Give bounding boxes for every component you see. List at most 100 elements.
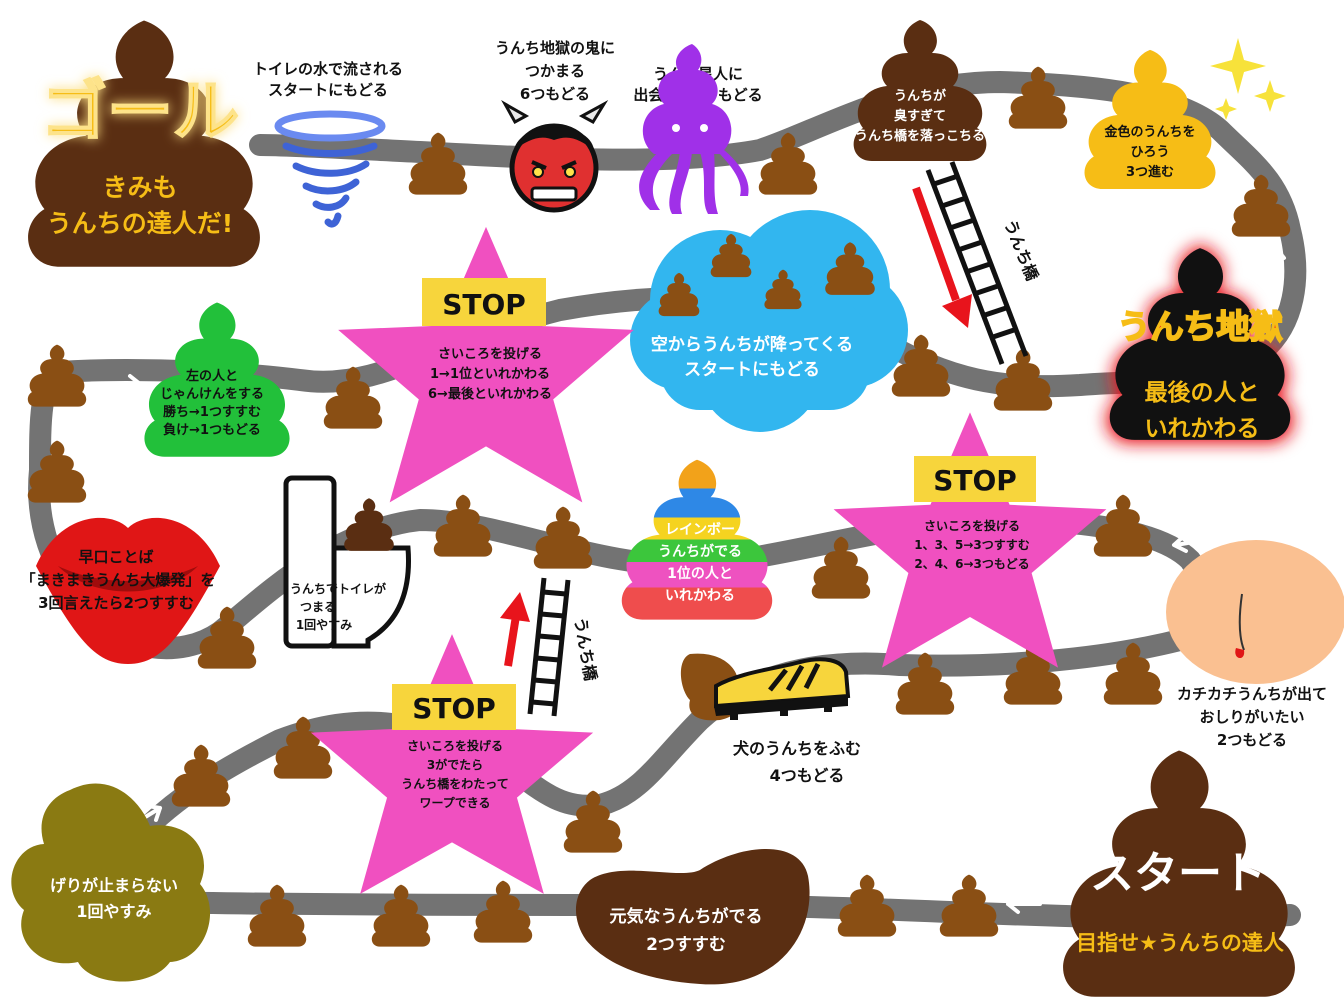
demon-space: うんち地獄の鬼に つかまる 6つもどる xyxy=(495,39,615,213)
burp-line-2: 1回やすみ xyxy=(76,902,151,921)
ladder-icon xyxy=(527,577,571,717)
toilet-line-3: 1回やすみ xyxy=(296,618,352,632)
stop-bottom-space: STOP さいころを投げる 3がでたら うんち橋をわたって ワープできる xyxy=(310,634,594,894)
poop-space xyxy=(1093,494,1153,557)
demon-line-1: うんち地獄の鬼に xyxy=(495,39,615,57)
start-title: スタート xyxy=(1090,848,1266,899)
goal-space: ゴール きみも うんちの達人だ! xyxy=(28,20,260,267)
green-line-1: 左の人と xyxy=(186,368,238,384)
smelly-line-3: うんち橋を落っこちる xyxy=(855,128,985,144)
tornado-line-2: スタートにもどる xyxy=(268,81,388,99)
start-subtitle: 目指せ★うんちの達人 xyxy=(1076,931,1284,955)
rainbow-line-3: 1位の人と xyxy=(667,565,733,582)
bridge-top-label: うんち橋 xyxy=(1000,217,1042,284)
toilet-line-1: うんちでトイレが xyxy=(290,581,386,596)
goal-line-1: きみも xyxy=(102,173,177,202)
smelly-line-2: 臭すぎて xyxy=(894,108,946,124)
genki-line-2: 2つすすむ xyxy=(646,935,726,955)
ladder-icon xyxy=(925,161,1029,365)
sparkle-icon xyxy=(1210,38,1286,120)
burp-line-1: げりが止まらない xyxy=(50,876,178,895)
poop-space xyxy=(837,874,897,937)
rainbow-line-1: レインボー xyxy=(665,522,735,538)
butt-line-1: カチカチうんちが出て xyxy=(1177,685,1327,703)
demon-line-3: 6つもどる xyxy=(520,85,590,103)
stop-top-line-3: 6→最後といれかわる xyxy=(428,386,552,402)
poop-space xyxy=(473,880,533,943)
smelly-space: うんちが 臭すぎて うんち橋を落っこちる xyxy=(853,20,987,161)
toilet-icon xyxy=(283,475,412,649)
arrow-icon xyxy=(1172,534,1207,553)
red-demon-icon xyxy=(501,99,609,213)
sneaker-icon xyxy=(714,657,851,720)
toilet-line-2: つまる xyxy=(300,600,336,614)
burp-space: げりが止まらない 1回やすみ xyxy=(11,783,211,982)
stop-right-line-3: 2、4、6→3つもどる xyxy=(914,557,1029,571)
lips-line-2: 「まきまきうんち大爆発」を xyxy=(21,571,216,589)
arrow-icon xyxy=(1266,246,1286,278)
stop-top-space: STOP さいころを投げる 1→1位といれかわる 6→最後といれかわる xyxy=(338,226,634,503)
shoe-line-2: 4つもどる xyxy=(770,766,845,785)
stop-right-space: STOP さいころを投げる 1、3、5→3つすすむ 2、4、6→3つもどる xyxy=(833,412,1107,668)
poop-space xyxy=(27,344,87,407)
gold-poop-space: 金色のうんちを ひろう 3つ進む xyxy=(1084,38,1286,190)
green-line-4: 負け→1つもどる xyxy=(163,422,261,438)
shoe-line-1: 犬のうんちをふむ xyxy=(733,739,861,758)
butt-icon xyxy=(1166,540,1344,684)
gold-line-1: 金色のうんちを xyxy=(1103,124,1195,140)
poop-icon xyxy=(344,498,394,551)
stop-top-line-1: さいころを投げる xyxy=(438,346,542,362)
stop-right-label: STOP xyxy=(933,464,1017,497)
green-poop-space: 左の人と じゃんけんをする 勝ち→1つすすむ 負け→1つもどる xyxy=(144,302,290,457)
arrow-icon xyxy=(1006,894,1042,914)
poop-space xyxy=(993,348,1053,411)
tornado-space: トイレの水で流される スタートにもどる xyxy=(253,60,403,228)
hell-space: うんち地獄 最後の人と いれかわる xyxy=(1106,244,1294,444)
stop-bottom-line-3: うんち橋をわたって xyxy=(401,776,508,791)
goal-title: ゴール xyxy=(41,73,239,150)
hell-line-1: 最後の人と xyxy=(1145,379,1260,406)
rainbow-line-2: うんちがでる xyxy=(658,543,742,560)
hell-title: うんち地獄 xyxy=(1118,307,1283,346)
cloud-line-1: 空からうんちが降ってくる xyxy=(651,334,853,355)
gold-line-2: ひろう xyxy=(1130,145,1169,160)
gold-line-3: 3つ進む xyxy=(1126,164,1174,180)
stop-bottom-label: STOP xyxy=(412,692,496,725)
poop-space xyxy=(171,744,231,807)
poop-space xyxy=(533,506,593,569)
tornado-icon xyxy=(274,110,386,228)
bridge-bottom-label: うんち橋 xyxy=(571,616,601,683)
start-space: スタート 目指せ★うんちの達人 xyxy=(1063,750,1295,997)
rainbow-line-4: いれかわる xyxy=(665,588,735,604)
up-arrow-icon xyxy=(500,592,530,667)
butt-space: カチカチうんちが出て おしりがいたい 2つもどる xyxy=(1166,540,1344,749)
green-line-2: じゃんけんをする xyxy=(160,387,264,402)
green-line-3: 勝ち→1つすすむ xyxy=(163,404,261,420)
arrow-icon xyxy=(108,374,142,394)
stop-top-label: STOP xyxy=(442,288,526,321)
squid-alien-icon xyxy=(639,44,749,214)
demon-line-2: つかまる xyxy=(525,62,585,80)
lips-line-3: 3回言えたら2つすすむ xyxy=(38,594,194,612)
down-arrow-icon xyxy=(912,186,972,328)
toilet-space: うんちでトイレが つまる 1回やすみ xyxy=(283,475,412,649)
stop-right-line-1: さいころを投げる xyxy=(924,518,1020,533)
rainbow-poop-space: レインボー うんちがでる 1位の人と いれかわる xyxy=(621,459,773,620)
goal-line-2: うんちの達人だ! xyxy=(47,209,233,238)
stop-right-line-2: 1、3、5→3つすすむ xyxy=(914,538,1029,552)
hell-line-2: いれかわる xyxy=(1145,416,1260,442)
smelly-line-1: うんちが xyxy=(894,88,946,104)
stop-bottom-line-4: ワープできる xyxy=(419,795,490,810)
poop-space xyxy=(433,494,493,557)
genki-space: 元気なうんちがでる 2つすすむ xyxy=(575,849,810,985)
genki-line-1: 元気なうんちがでる xyxy=(610,906,763,927)
stop-top-line-2: 1→1位といれかわる xyxy=(430,366,550,382)
lips-icon xyxy=(36,517,220,664)
direction-arrows xyxy=(108,246,1286,914)
lips-space: 早口ことば 「まきまきうんち大爆発」を 3回言えたら2つすすむ xyxy=(21,517,220,664)
alien-space: うんち星人に 出会う。3つもどる xyxy=(633,44,763,214)
cloud-line-2: スタートにもどる xyxy=(684,360,820,380)
bridge-top: うんち橋 xyxy=(912,161,1042,365)
lips-line-1: 早口ことば xyxy=(78,548,153,566)
